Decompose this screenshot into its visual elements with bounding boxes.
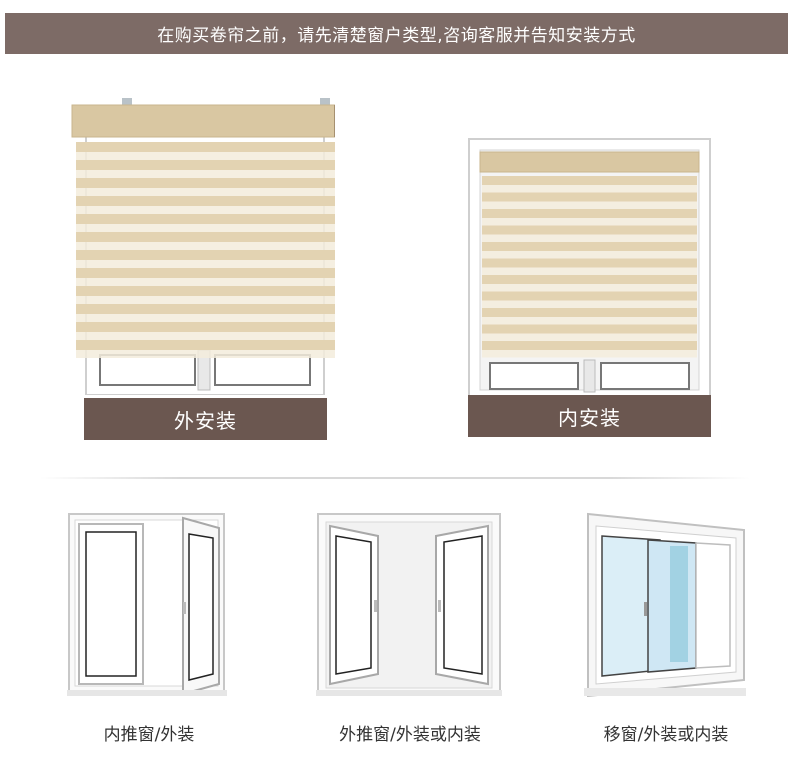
- outward-casement-window-card: [316, 512, 504, 697]
- sliding-window-caption-text: 移窗/外装或内装: [603, 724, 729, 745]
- inside-mount-label: 内安装: [468, 395, 711, 437]
- notice-banner: 在购买卷帘之前，请先清楚窗户类型,咨询客服并告知安装方式: [5, 13, 788, 54]
- outside-mount-label: 外安装: [84, 398, 327, 440]
- outward-casement-caption-text: 外推窗/外装或内装: [339, 724, 481, 745]
- inward-casement-window-image: [67, 513, 227, 696]
- inside-mount-label-text: 内安装: [558, 405, 621, 430]
- outside-mount-panel: 外安装: [70, 95, 335, 440]
- inward-casement-window-card: [67, 512, 231, 697]
- notice-text: 在购买卷帘之前，请先清楚窗户类型,咨询客服并告知安装方式: [157, 26, 636, 46]
- sliding-window-caption: 移窗/外装或内装: [570, 719, 762, 745]
- outside-mount-label-text: 外安装: [174, 408, 237, 433]
- sliding-window-card: [584, 512, 748, 698]
- section-divider: [40, 477, 750, 479]
- inside-mount-blind-image: [468, 138, 711, 398]
- inward-casement-caption: 内推窗/外装: [67, 719, 231, 745]
- outward-casement-window-image: [316, 513, 502, 696]
- outside-mount-blind-image: [71, 98, 335, 395]
- inside-mount-panel: 内安装: [468, 138, 711, 438]
- outward-casement-caption: 外推窗/外装或内装: [306, 719, 514, 745]
- inward-casement-caption-text: 内推窗/外装: [103, 724, 195, 745]
- sliding-window-image: [584, 512, 746, 698]
